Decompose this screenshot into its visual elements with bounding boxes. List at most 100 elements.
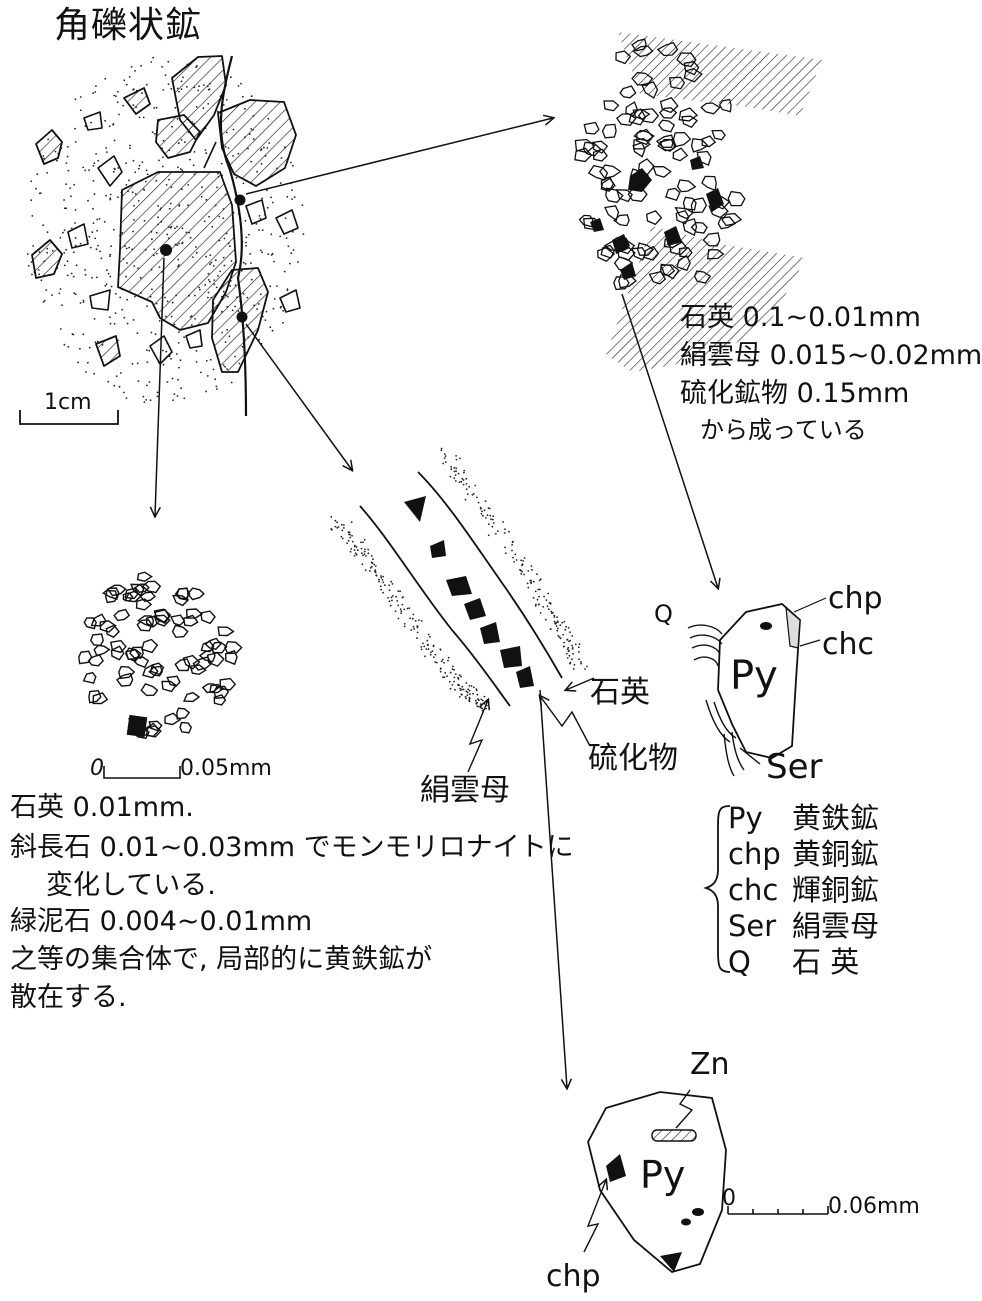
- stipple-dot: [371, 566, 373, 568]
- stipple-dot: [417, 627, 419, 629]
- legend-mineral: 黄鉄鉱: [792, 801, 879, 835]
- stipple-dot: [459, 674, 461, 676]
- legend-abbr: chc: [728, 876, 792, 905]
- chalcopyrite-corner: [660, 1252, 682, 1272]
- stipple-dot: [136, 332, 138, 334]
- caption-line: 散在する.: [10, 984, 127, 1011]
- stipple-dot: [83, 301, 85, 303]
- stipple-dot: [413, 628, 415, 630]
- stipple-dot: [330, 516, 332, 518]
- stipple-dot: [145, 399, 147, 401]
- stipple-dot: [93, 222, 95, 224]
- stipple-dot: [167, 381, 169, 383]
- stipple-dot: [64, 265, 66, 267]
- stipple-dot: [65, 207, 67, 209]
- stipple-dot: [402, 597, 404, 599]
- stipple-dot: [469, 701, 471, 703]
- stipple-dot: [456, 459, 458, 461]
- stipple-dot: [69, 187, 71, 189]
- stipple-dot: [466, 691, 468, 693]
- grain-outline: [201, 611, 215, 623]
- stipple-dot: [367, 549, 369, 551]
- stipple-dot: [62, 232, 64, 234]
- stipple-dot: [249, 253, 251, 255]
- stipple-dot: [463, 472, 465, 474]
- stipple-dot: [31, 215, 33, 217]
- stipple-dot: [216, 388, 218, 390]
- legend-row: Ser絹雲母: [728, 912, 879, 941]
- grain-outline: [92, 614, 106, 626]
- stipple-dot: [163, 364, 165, 366]
- stipple-dot: [535, 591, 537, 593]
- stipple-dot: [354, 545, 356, 547]
- stipple-dot: [30, 199, 32, 201]
- stipple-dot: [148, 350, 150, 352]
- stipple-dot: [126, 299, 128, 301]
- stipple-dot: [372, 558, 374, 560]
- stipple-dot: [450, 688, 452, 690]
- stipple-dot: [303, 233, 305, 235]
- stipple-dot: [276, 285, 278, 287]
- stipple-dot: [143, 117, 145, 119]
- stipple-dot: [113, 95, 115, 97]
- stipple-dot: [80, 109, 82, 111]
- stipple-dot: [67, 260, 69, 262]
- stipple-dot: [427, 640, 429, 642]
- grain-outline: [728, 192, 745, 206]
- stipple-dot: [27, 253, 29, 255]
- stipple-dot: [416, 625, 418, 627]
- stipple-dot: [569, 640, 571, 642]
- stipple-dot: [445, 455, 447, 457]
- stipple-dot: [96, 230, 98, 232]
- stipple-dot: [151, 332, 153, 334]
- stipple-dot: [61, 304, 63, 306]
- stipple-dot: [88, 169, 90, 171]
- stipple-dot: [260, 250, 262, 252]
- stipple-dot: [407, 608, 409, 610]
- stipple-dot: [230, 76, 232, 78]
- stipple-dot: [459, 696, 461, 698]
- grain-outline: [184, 615, 198, 626]
- grain-outline: [141, 684, 157, 696]
- sample-point-marker: [237, 312, 248, 323]
- stipple-dot: [566, 653, 568, 655]
- hatched-clast: [36, 130, 62, 164]
- stipple-dot: [399, 590, 401, 592]
- stipple-dot: [422, 643, 424, 645]
- stipple-dot: [452, 666, 454, 668]
- stipple-dot: [75, 141, 77, 143]
- stipple-dot: [245, 263, 247, 265]
- caption-line: 変化している.: [46, 872, 216, 899]
- stipple-dot: [341, 536, 343, 538]
- stipple-dot: [181, 169, 183, 171]
- stipple-dot: [382, 576, 384, 578]
- clast-outline: [68, 224, 88, 248]
- stipple-dot: [28, 265, 30, 267]
- stipple-dot: [90, 122, 92, 124]
- stipple-dot: [82, 167, 84, 169]
- stipple-dot: [286, 196, 288, 198]
- stipple-dot: [146, 169, 148, 171]
- stipple-dot: [432, 650, 434, 652]
- stipple-dot: [369, 570, 371, 572]
- stipple-dot: [251, 95, 253, 97]
- caption-line: から成っている: [700, 418, 867, 442]
- stipple-dot: [129, 76, 131, 78]
- stipple-dot: [91, 277, 93, 279]
- hatched-clast: [32, 240, 62, 278]
- stipple-dot: [467, 493, 469, 495]
- stipple-dot: [248, 234, 250, 236]
- stipple-dot: [167, 61, 169, 63]
- stipple-dot: [584, 668, 586, 670]
- stipple-dot: [564, 629, 566, 631]
- stipple-dot: [380, 589, 382, 591]
- stipple-dot: [473, 687, 475, 689]
- stipple-dot: [474, 485, 476, 487]
- stipple-dot: [157, 396, 159, 398]
- clast-outline: [280, 290, 300, 312]
- stipple-dot: [489, 508, 491, 510]
- stipple-dot: [63, 252, 65, 254]
- stipple-dot: [571, 635, 573, 637]
- stipple-dot: [114, 140, 116, 142]
